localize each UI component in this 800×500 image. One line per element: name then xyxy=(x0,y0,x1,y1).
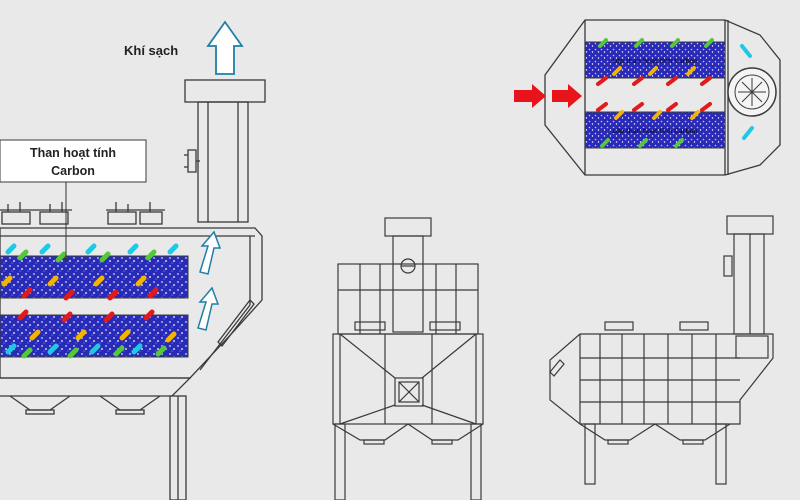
carbon-label-line1: Than hoạt tính xyxy=(30,146,116,160)
clean-air-label: Khí sạch xyxy=(124,43,178,58)
inset-bed-text-upper: Lớp than hoạt tính Carbon xyxy=(612,57,697,65)
carbon-label-line2: Carbon xyxy=(51,164,95,178)
fan-icon xyxy=(727,67,777,117)
carbon-label-box: Than hoạt tính Carbon xyxy=(0,139,147,262)
access-hatch xyxy=(217,299,255,347)
red-arrow-icon xyxy=(514,84,582,108)
chimney-valve xyxy=(184,149,200,173)
chimney-cap xyxy=(184,79,266,103)
outlet-flow-arrows xyxy=(197,230,222,331)
flow-arrows-main xyxy=(1,243,179,359)
main-side-view xyxy=(0,79,266,500)
inset-bed-text-lower: Lớp than hoạt tính Carbon xyxy=(612,127,697,135)
top-valves xyxy=(0,202,165,225)
inset-carbon-bed-upper xyxy=(584,41,726,79)
right-side-view xyxy=(549,215,774,485)
front-view xyxy=(332,217,484,500)
chimney-pipe xyxy=(197,101,249,223)
hopper xyxy=(0,377,192,397)
inset-flow-arrows xyxy=(596,38,754,148)
up-arrow-icon xyxy=(206,20,244,75)
